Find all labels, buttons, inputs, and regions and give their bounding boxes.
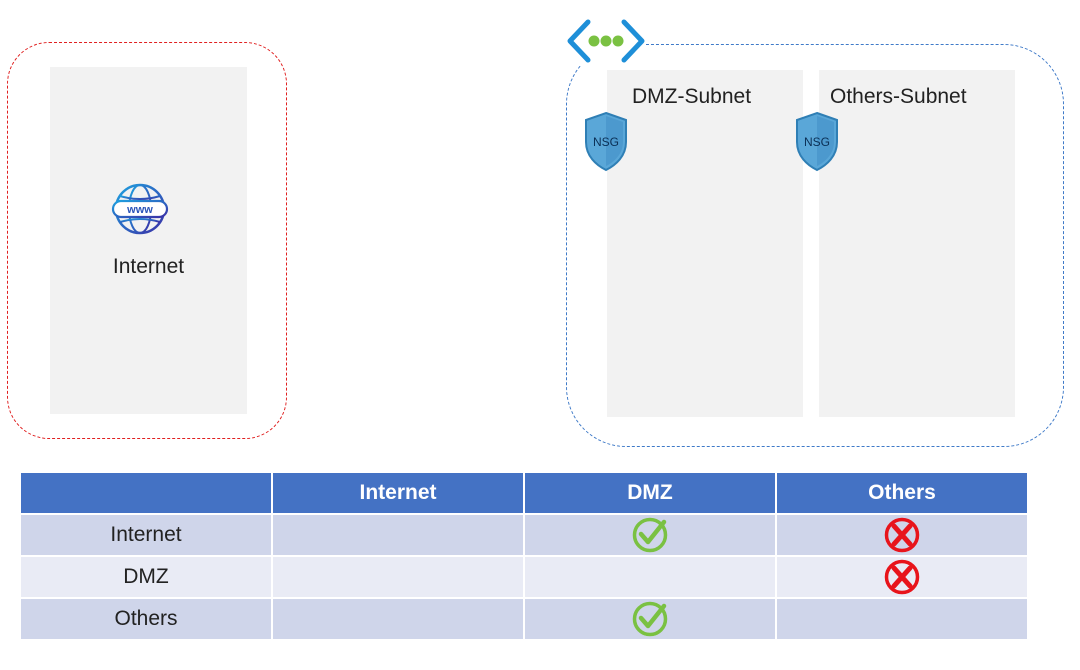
column-header	[21, 473, 271, 513]
red-x-icon	[884, 517, 920, 553]
red-x-icon	[884, 559, 920, 595]
virtual-network-icon	[566, 16, 646, 66]
dmz-subnet-panel	[607, 70, 803, 417]
table-cell	[525, 557, 775, 597]
column-header: DMZ	[525, 473, 775, 513]
table-cell	[777, 557, 1027, 597]
table-cell	[525, 515, 775, 555]
table-cell	[273, 515, 523, 555]
row-header: Others	[21, 599, 271, 639]
nsg-shield-icon: NSG	[582, 110, 630, 174]
internet-panel	[50, 67, 247, 414]
others-subnet-panel	[819, 70, 1015, 417]
nsg-label: NSG	[804, 135, 830, 149]
internet-zone	[7, 42, 287, 439]
green-check-icon	[632, 601, 668, 637]
table-cell	[525, 599, 775, 639]
column-header: Others	[777, 473, 1027, 513]
svg-text:www: www	[126, 204, 153, 216]
table-cell	[273, 599, 523, 639]
dmz-subnet-label: DMZ-Subnet	[632, 85, 752, 108]
row-header: DMZ	[21, 557, 271, 597]
others-subnet-label: Others-Subnet	[830, 85, 967, 108]
column-header: Internet	[273, 473, 523, 513]
nsg-label: NSG	[593, 135, 619, 149]
table-header-row: Internet DMZ Others	[21, 473, 1027, 513]
green-check-icon	[632, 517, 668, 553]
globe-www-icon: www	[110, 178, 170, 240]
vnet-zone	[566, 44, 1064, 447]
table-row: Others	[21, 599, 1027, 639]
table-cell	[777, 599, 1027, 639]
row-header: Internet	[21, 515, 271, 555]
nsg-shield-icon: NSG	[793, 110, 841, 174]
table-row: DMZ	[21, 557, 1027, 597]
table-cell	[777, 515, 1027, 555]
table-cell	[273, 557, 523, 597]
internet-label: Internet	[112, 255, 185, 278]
table-row: Internet	[21, 515, 1027, 555]
